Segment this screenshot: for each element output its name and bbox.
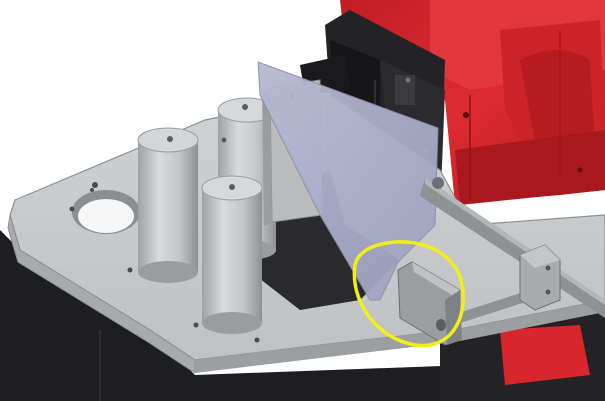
yellow-highlight-circle — [352, 240, 465, 348]
slider-block — [519, 244, 561, 311]
cylinder-back-left — [137, 127, 199, 283]
l-bracket-part — [397, 261, 462, 346]
cylinder-front — [201, 175, 263, 334]
red-lower-panel — [500, 325, 590, 385]
